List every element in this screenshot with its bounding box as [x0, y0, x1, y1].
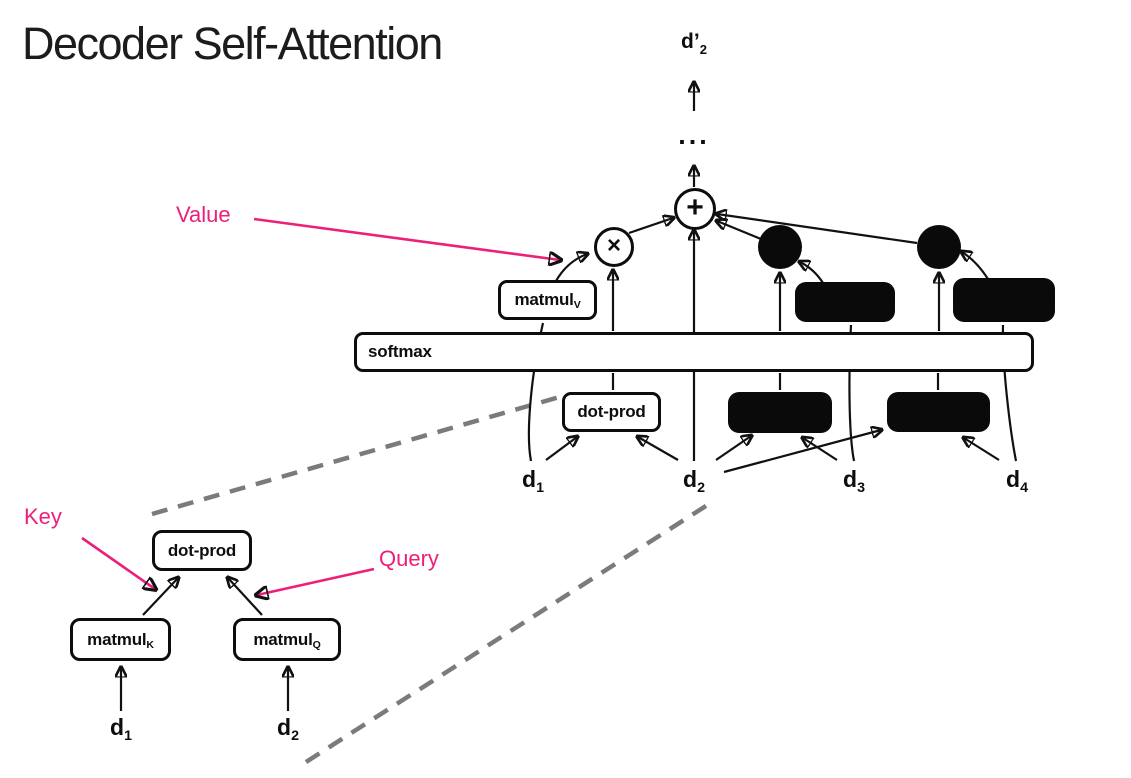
- edge-times-to-plus: [628, 218, 673, 235]
- value-annotation-label: Value: [176, 202, 231, 227]
- dot-prod-box: dot-prod: [562, 392, 661, 432]
- slide-title: Decoder Self-Attention: [22, 18, 443, 69]
- inset-input-label-d2: d2: [277, 714, 299, 744]
- softmax-label: softmax: [368, 342, 432, 361]
- input-label-d2: d2: [683, 466, 705, 496]
- inset-edge-matmulk-to-dotprod: [142, 578, 178, 616]
- plus-symbol: +: [686, 190, 704, 224]
- input-label-d1: d1: [522, 466, 544, 496]
- key-annotation-arrow: [81, 536, 155, 589]
- edge-dot1-to-plus: [717, 221, 762, 241]
- hidden-score-box-d4: [887, 392, 990, 432]
- inset-input-label-d1: d1: [110, 714, 132, 744]
- edge-d1-to-dotprod: [545, 437, 577, 461]
- edge-d4-to-hiddenrect2: [964, 438, 1000, 461]
- input-label-d3: d3: [843, 466, 865, 496]
- hidden-value-op-box-d4: [953, 278, 1055, 322]
- inset-matmul-k-box: matmulK: [70, 618, 171, 661]
- ellipsis-label: ...: [678, 120, 710, 150]
- dot-prod-label: dot-prod: [577, 402, 646, 421]
- query-annotation-label: Query: [379, 546, 439, 571]
- multiply-node: ×: [594, 227, 634, 267]
- inset-matmul-k-label: matmulK: [87, 629, 154, 651]
- input-label-d4: d4: [1006, 466, 1028, 496]
- hidden-multiply-node-d3: [758, 225, 802, 269]
- zoom-link-dashed-line-top: [151, 393, 564, 517]
- sum-node: +: [674, 188, 716, 230]
- value-annotation-arrow: [253, 217, 560, 260]
- inset-edge-matmulq-to-dotprod: [228, 578, 263, 616]
- query-annotation-arrow: [257, 567, 375, 595]
- inset-dot-prod-box: dot-prod: [152, 530, 252, 571]
- hidden-value-op-box-d3: [795, 282, 895, 322]
- edge-d2-to-hiddenrect1: [715, 436, 751, 461]
- matmul-v-box: matmulV: [498, 280, 597, 320]
- inset-dot-prod-label: dot-prod: [167, 540, 237, 560]
- edge-matmulv-to-times: [555, 254, 587, 282]
- edge-hiddenrect1-to-dot1: [800, 262, 824, 284]
- inset-matmul-q-box: matmulQ: [233, 618, 341, 661]
- key-annotation-label: Key: [24, 504, 62, 529]
- matmul-v-label: matmulV: [514, 290, 581, 312]
- times-symbol: ×: [606, 232, 621, 259]
- hidden-score-box-d3: [728, 392, 832, 433]
- edge-d2-to-dotprod: [638, 437, 679, 461]
- output-vector-label: d’2: [681, 30, 707, 57]
- hidden-multiply-node-d4: [917, 225, 961, 269]
- edge-hiddenrect2-to-dot2: [962, 252, 989, 280]
- edge-d3-to-hiddenrect1: [803, 438, 838, 461]
- softmax-box: softmax: [354, 332, 1034, 372]
- zoom-link-dashed-line-bottom: [304, 502, 711, 764]
- edge-dot2-to-plus: [717, 214, 918, 245]
- inset-matmul-q-label: matmulQ: [253, 629, 321, 651]
